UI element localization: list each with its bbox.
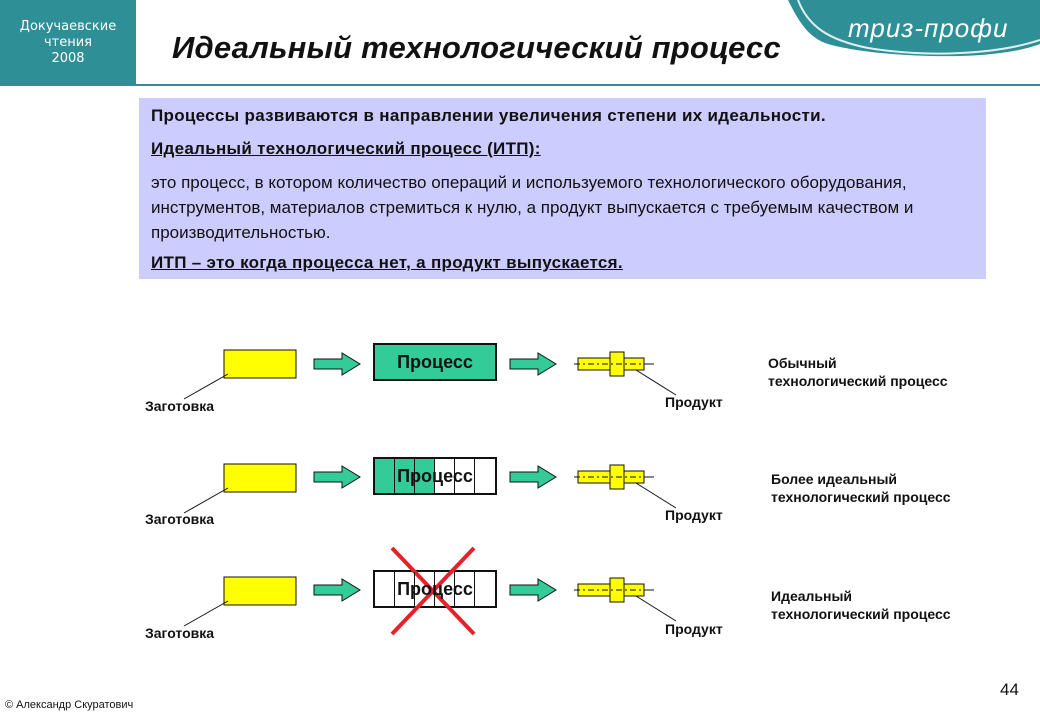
process-box-2: Процесс — [373, 457, 497, 495]
logo-banner — [788, 0, 1040, 57]
product-part-1 — [573, 351, 655, 377]
process-box-1: Процесс — [373, 343, 497, 381]
row-description-1b: технологический процесс — [768, 373, 948, 389]
arrow-in-2 — [313, 465, 361, 489]
blank-label-1: Заготовка — [145, 398, 215, 414]
row-description-1: Обычный технологический процесс — [768, 354, 948, 390]
event-badge: Докучаевские чтения 2008 — [0, 0, 136, 86]
process-label-2: Процесс — [397, 465, 473, 486]
row-description-3b: технологический процесс — [771, 606, 951, 622]
logo-text: триз-профи — [848, 13, 1009, 43]
arrow-out-2 — [509, 465, 557, 489]
process-label-3: Процесс — [397, 578, 473, 599]
row-description-3a: Идеальный — [771, 588, 853, 604]
blank-label-2: Заготовка — [145, 511, 215, 527]
blank-shape-1 — [223, 349, 297, 379]
info-line-1: Процессы развиваются в направлении увели… — [151, 106, 826, 125]
event-line-3: 2008 — [51, 51, 85, 66]
product-label-1: Продукт — [665, 394, 723, 410]
row-description-2b: технологический процесс — [771, 489, 951, 505]
product-label-3: Продукт — [665, 621, 723, 637]
product-label-2: Продукт — [665, 507, 723, 523]
process-segments-2 — [375, 459, 495, 493]
arrow-out-1 — [509, 352, 557, 376]
blank-shape-2 — [223, 463, 297, 493]
blank-shape-3 — [223, 576, 297, 606]
arrow-out-3 — [509, 578, 557, 602]
process-box-3: Процесс — [373, 570, 497, 608]
info-definition: это процесс, в котором количество операц… — [151, 173, 914, 242]
page-number: 44 — [1000, 680, 1019, 699]
blank-label-3: Заготовка — [145, 625, 215, 641]
event-line-1: Докучаевские — [19, 19, 117, 34]
event-line-2: чтения — [43, 35, 93, 50]
row-description-2: Более идеальный технологический процесс — [771, 470, 951, 506]
info-line-2: Идеальный технологический процесс (ИТП): — [151, 139, 541, 158]
process-label-1: Процесс — [397, 351, 473, 372]
info-line-4: ИТП – это когда процесса нет, а продукт … — [151, 253, 623, 272]
row-description-3: Идеальный технологический процесс — [771, 587, 951, 623]
row-description-2a: Более идеальный — [771, 471, 898, 487]
info-box: Процессы развиваются в направлении увели… — [139, 98, 986, 279]
product-part-3 — [573, 577, 655, 603]
arrow-in-3 — [313, 578, 361, 602]
title-underline — [136, 84, 1040, 86]
author-credit: © Александр Скуратович — [5, 699, 134, 711]
arrow-in-1 — [313, 352, 361, 376]
page-title: Идеальный технологический процесс — [172, 30, 781, 65]
row-description-1a: Обычный — [768, 355, 837, 371]
product-part-2 — [573, 464, 655, 490]
